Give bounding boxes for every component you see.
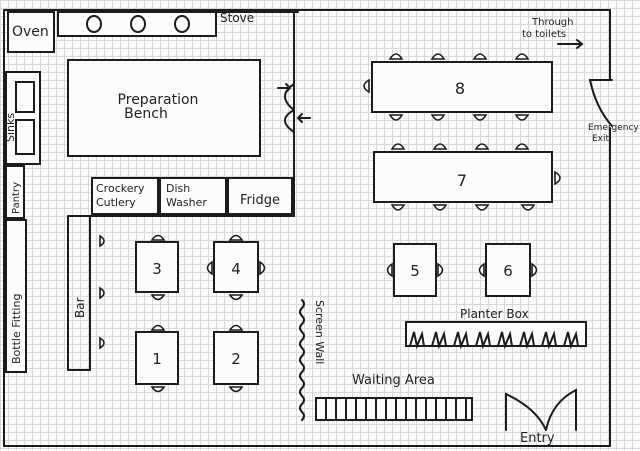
- stove: Stove: [57, 11, 254, 37]
- chair: [150, 294, 166, 301]
- preparation-bench: Preparation Bench: [67, 59, 261, 157]
- arrow-out-icon: [296, 113, 311, 123]
- table-number: 2: [231, 350, 241, 368]
- chair: [150, 324, 166, 331]
- bench-label: Bench: [124, 106, 168, 122]
- preparation-label: Preparation: [118, 92, 199, 108]
- waiting-area: Waiting Area: [315, 373, 473, 421]
- washer-label: Washer: [166, 196, 207, 209]
- through-label: Through: [531, 17, 573, 28]
- table-4: 4: [206, 234, 266, 301]
- chair: [228, 386, 244, 393]
- bar-stool: [99, 336, 105, 350]
- table-number: 7: [457, 171, 467, 190]
- table-number: 4: [231, 260, 241, 278]
- chair: [228, 234, 244, 241]
- bar-label: Bar: [73, 297, 87, 318]
- waiting-area-label: Waiting Area: [352, 373, 435, 388]
- screen-wall: Screen Wall: [299, 299, 326, 421]
- crockery-label: Crockery: [96, 182, 145, 195]
- table-1: 1: [135, 324, 179, 393]
- exit-label: Exit: [592, 134, 610, 144]
- chair: [206, 260, 213, 276]
- screen-wall-label: Screen Wall: [313, 300, 326, 364]
- table-number: 5: [410, 262, 420, 280]
- entry-label: Entry: [520, 431, 555, 446]
- table-6: 6: [478, 243, 538, 297]
- to-toilets-label: to toilets: [522, 29, 566, 40]
- planter-box-label: Planter Box: [460, 307, 529, 321]
- chair: [150, 386, 166, 393]
- table-3: 3: [135, 234, 179, 301]
- arrow-right-icon: [557, 39, 584, 49]
- table-7: 7: [373, 143, 561, 211]
- oven: Oven: [7, 11, 55, 53]
- table-8: 8: [363, 53, 553, 121]
- entry-doors: Entry: [505, 388, 577, 446]
- pantry-label: Pantry: [11, 182, 22, 214]
- chair: [531, 262, 538, 278]
- table-7-chairs: [390, 143, 561, 211]
- stove-burner: [174, 15, 190, 33]
- kitchen-counters: Crockery Cutlery Dish Washer Fridge: [91, 177, 293, 215]
- chair: [228, 324, 244, 331]
- table-number: 1: [152, 350, 162, 368]
- oven-label: Oven: [12, 24, 49, 40]
- table-2: 2: [213, 324, 259, 393]
- bottle-fitting: Bottle Fitting: [5, 219, 27, 373]
- planter-box: Planter Box: [405, 307, 587, 350]
- stove-label: Stove: [220, 11, 254, 25]
- cutlery-label: Cutlery: [96, 196, 136, 209]
- sinks-label: Sinks: [4, 113, 17, 142]
- chair: [437, 262, 444, 278]
- bar: Bar: [67, 215, 295, 371]
- table-number: 8: [455, 79, 465, 98]
- dish-label: Dish: [166, 182, 190, 195]
- stove-burner: [130, 15, 146, 33]
- chair: [478, 262, 485, 278]
- arrow-in-icon: [277, 83, 292, 93]
- pantry: Pantry: [5, 165, 25, 219]
- chair: [386, 262, 393, 278]
- table-number: 6: [503, 262, 513, 280]
- bar-stool: [99, 286, 105, 300]
- sinks: Sinks: [4, 71, 41, 165]
- bottle-fitting-label: Bottle Fitting: [10, 294, 23, 364]
- table-8-chairs: [363, 53, 530, 121]
- kitchen-door: [277, 83, 311, 133]
- chair: [259, 260, 266, 276]
- emergency-exit: Emergency Exit: [588, 79, 639, 144]
- bar-stool: [99, 234, 105, 248]
- stove-burner: [86, 15, 102, 33]
- chair: [150, 234, 166, 241]
- table-5: 5: [386, 243, 444, 297]
- toilets-passage: Through to toilets: [522, 17, 584, 49]
- emergency-label: Emergency: [588, 123, 639, 133]
- table-number: 3: [152, 260, 162, 278]
- chair: [228, 294, 244, 301]
- fridge-label: Fridge: [240, 193, 280, 208]
